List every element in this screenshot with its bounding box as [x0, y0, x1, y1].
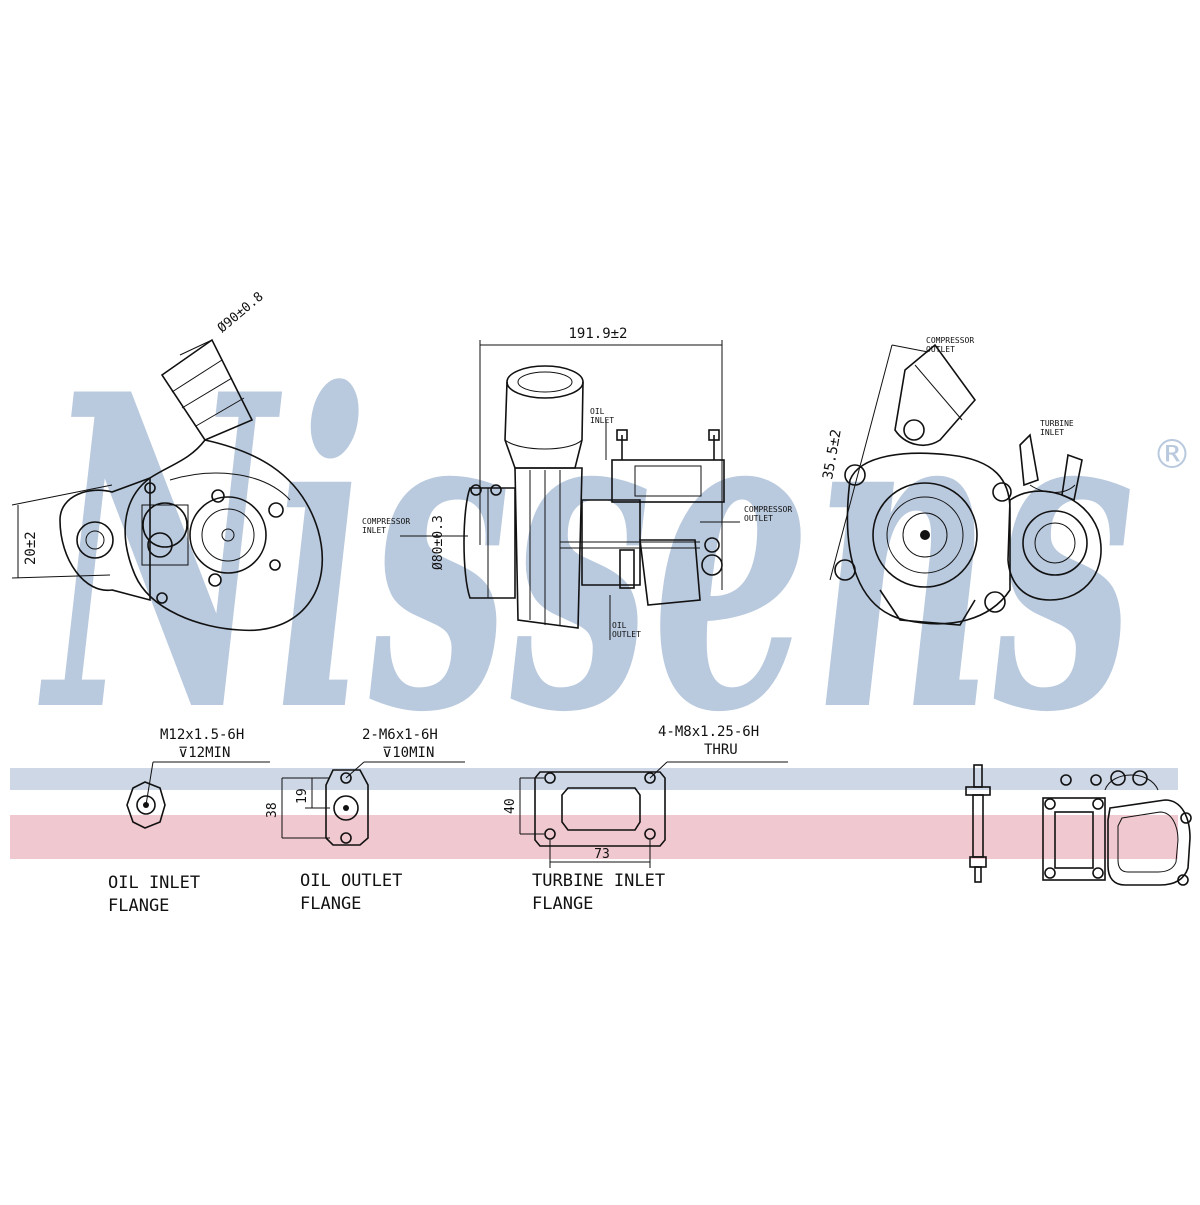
turbine-inlet-label: TURBINE INLET FLANGE: [532, 871, 675, 914]
oil-outlet-depth: ⊽10MIN: [382, 745, 434, 761]
watermark-logo: Nissens: [37, 302, 1135, 807]
dim-overall-width: 191.9±2: [568, 326, 627, 342]
turbine-gasket: [1042, 774, 1106, 881]
dim-oil-outlet-h2: 19: [295, 788, 310, 804]
registered-mark: ®: [1152, 432, 1192, 478]
blue-stripe: [10, 768, 1178, 790]
callout-compressor-inlet: COMPRESSOR INLET: [362, 517, 415, 535]
oil-outlet-flange: [281, 761, 465, 846]
turbine-inlet-flange: [519, 761, 788, 868]
dim-turbine-h: 40: [503, 798, 518, 814]
turbine-inlet-thread: 4-M8x1.25-6H: [658, 724, 759, 740]
callout-compressor-outlet-mid: COMPRESSOR OUTLET: [744, 505, 797, 523]
callout-compressor-outlet-right: COMPRESSOR OUTLET: [926, 336, 979, 354]
callout-oil-inlet-small: OIL INLET: [590, 407, 614, 425]
outlet-gasket: [1104, 770, 1192, 886]
oil-inlet-label: OIL INLET FLANGE: [108, 873, 210, 916]
dim-inlet-diameter: Ø80±0.3: [431, 515, 446, 570]
oil-outlet-thread: 2-M6x1-6H: [362, 727, 438, 743]
dim-left-height: 20±2: [23, 531, 39, 565]
callout-turbine-inlet: TURBINE INLET: [1040, 419, 1079, 437]
callout-oil-outlet-small: OIL OUTLET: [612, 621, 641, 639]
middle-view: [400, 340, 740, 640]
stud-bolt: [965, 764, 991, 883]
oil-inlet-depth: ⊽12MIN: [178, 745, 230, 761]
oil-inlet-thread: M12x1.5-6H: [160, 727, 244, 743]
turbine-inlet-depth: THRU: [704, 742, 738, 758]
right-view: [829, 343, 1102, 626]
oil-outlet-label: OIL OUTLET FLANGE: [300, 871, 413, 914]
left-view: [11, 338, 323, 632]
dim-oil-outlet-h1: 38: [265, 802, 280, 818]
oil-inlet-flange: [126, 761, 270, 829]
dim-turbine-w: 73: [594, 847, 610, 862]
